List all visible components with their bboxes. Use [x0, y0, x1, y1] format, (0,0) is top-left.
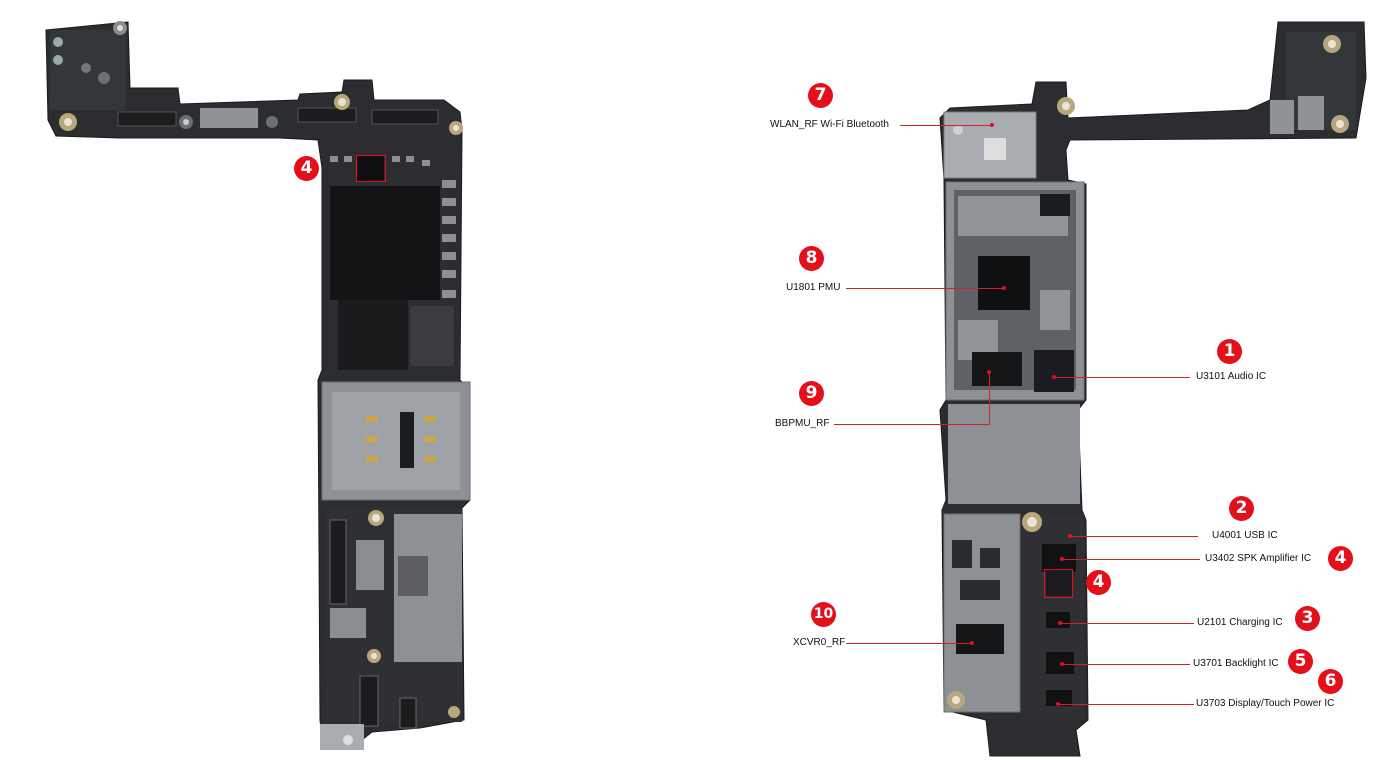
badge-8: 8 [799, 246, 824, 271]
badge-4: 4 [1328, 546, 1353, 571]
badge-7: 7 [808, 83, 833, 108]
label-u3703-display: U3703 Display/Touch Power IC [1196, 698, 1335, 709]
label-u3701-backlight: U3701 Backlight IC [1193, 658, 1279, 669]
label-u2101-charging: U2101 Charging IC [1197, 617, 1283, 628]
left-highlight-box [356, 155, 386, 182]
label-bbpmu-rf: BBPMU_RF [775, 418, 830, 429]
label-u3402-spk: U3402 SPK Amplifier IC [1205, 553, 1312, 564]
badge-6: 6 [1318, 669, 1343, 694]
badge-5: 5 [1288, 649, 1313, 674]
label-wlan-rf: WLAN_RF Wi-Fi Bluetooth [770, 119, 889, 130]
badge-9: 9 [799, 381, 824, 406]
label-u1801-pmu: U1801 PMU [786, 282, 841, 293]
badge-right-board-marker: 4 [1086, 570, 1111, 595]
badge-1: 1 [1217, 339, 1242, 364]
badge-2: 2 [1229, 496, 1254, 521]
badge-left-board-marker: 4 [294, 156, 319, 181]
right-highlight-box [1044, 569, 1073, 598]
label-xcvr0-rf: XCVR0_RF [793, 637, 846, 648]
badge-10: 10 [811, 602, 836, 627]
label-u4001-usb: U4001 USB IC [1212, 530, 1278, 541]
label-u3101-audio: U3101 Audio IC [1196, 371, 1267, 382]
badge-3: 3 [1295, 606, 1320, 631]
